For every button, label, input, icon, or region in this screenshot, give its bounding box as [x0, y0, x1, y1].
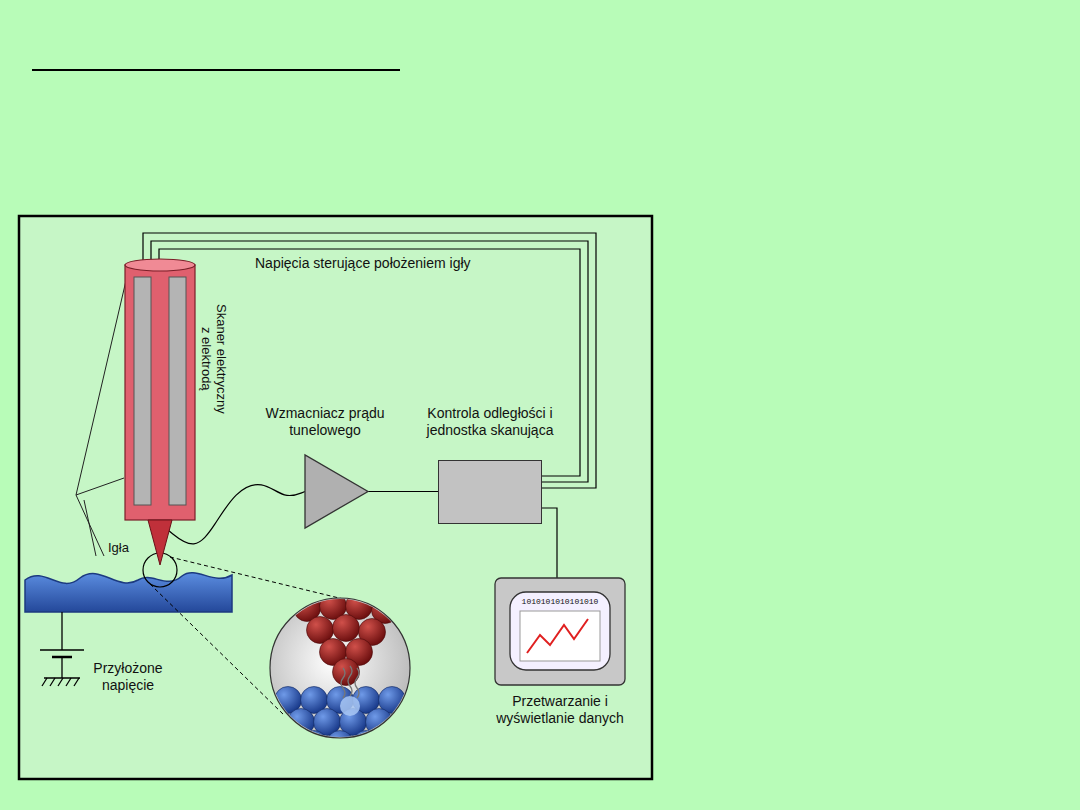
control-unit-box: Kontrola odległości i jednostka skanując…	[420, 405, 560, 527]
connector	[143, 233, 596, 488]
zoom-leader-lines	[150, 557, 372, 716]
sample-atom	[249, 731, 276, 758]
sample-atom	[327, 731, 354, 758]
needle-label: Igła	[108, 540, 129, 556]
binary-readout: 1010101010101010	[522, 597, 599, 607]
chart-line	[527, 619, 588, 653]
sample-atom	[379, 731, 406, 758]
sample-atom	[353, 731, 380, 758]
tunnel-atom	[340, 696, 360, 716]
amplifier-triangle	[305, 455, 368, 528]
sample-atom	[249, 687, 276, 714]
connector-parallel	[151, 241, 588, 482]
node-label: Skaner elektryczny z elektrodą	[198, 300, 229, 418]
monitor-screen	[510, 592, 610, 670]
wire-group	[542, 508, 557, 578]
sample-atom	[392, 709, 419, 736]
needle	[148, 520, 172, 565]
node-label: Przetwarzanie i wyświetlanie danych	[480, 693, 640, 727]
tube-support	[76, 272, 128, 556]
sample-atom	[275, 731, 302, 758]
magnified-view	[249, 593, 432, 758]
connector-parallel	[159, 249, 580, 476]
connector	[542, 508, 557, 578]
tube-top	[125, 259, 195, 271]
node-label: Wzmacniacz prądu tunelowego	[250, 405, 400, 439]
chart-area	[520, 611, 600, 661]
sample-surface	[25, 573, 232, 612]
tube-body	[125, 265, 195, 520]
wire-group	[143, 233, 596, 488]
wire-group	[368, 491, 438, 492]
title-underline	[32, 69, 400, 71]
connector	[368, 491, 438, 492]
sample-atom	[288, 709, 315, 736]
tip-atom	[333, 615, 360, 642]
sample-atom	[405, 731, 432, 758]
sample-atom	[262, 709, 289, 736]
voltage-source-symbol	[40, 612, 84, 686]
amplifier-drawing	[250, 453, 400, 533]
electrode	[134, 277, 151, 505]
control-box	[438, 460, 542, 524]
electrode	[169, 277, 186, 505]
monitor-case	[495, 578, 625, 685]
sample-atom	[366, 709, 393, 736]
scanner-tube-drawing	[120, 255, 200, 570]
sample-atom	[301, 731, 328, 758]
figure-frame	[19, 216, 652, 779]
node-label: Kontrola odległości i jednostka skanując…	[420, 405, 560, 439]
edge-label: Napięcia sterujące położeniem igły	[255, 255, 471, 272]
monitor-drawing	[480, 575, 640, 687]
sample-atom	[405, 687, 432, 714]
amplifier-triangle: Wzmacniacz prądu tunelowego	[250, 405, 400, 533]
scanner-tube: Skaner elektryczny z elektrodą	[120, 255, 235, 570]
voltage-label: Przyłożone napięcie	[83, 660, 173, 694]
